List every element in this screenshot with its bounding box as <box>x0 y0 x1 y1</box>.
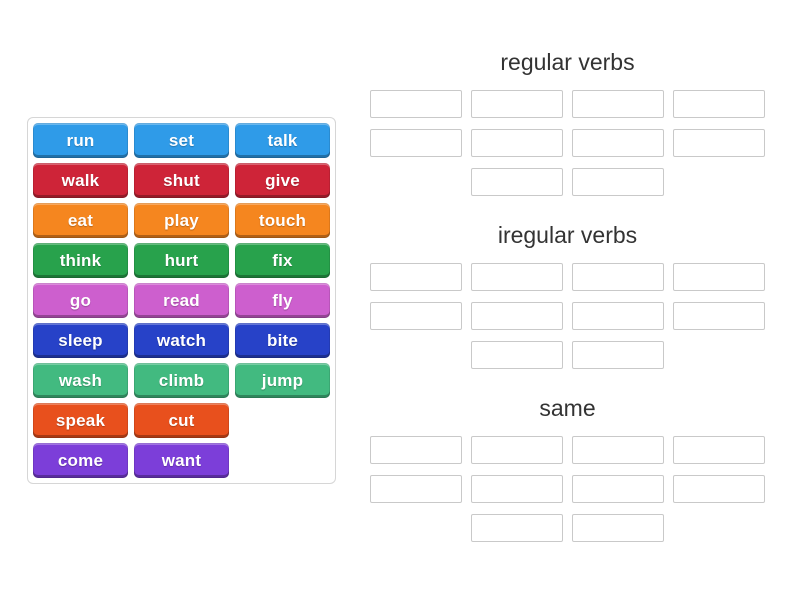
answer-slot[interactable] <box>471 341 563 369</box>
word-tile-shut[interactable]: shut <box>134 163 229 198</box>
word-tile-run[interactable]: run <box>33 123 128 158</box>
word-tile-give[interactable]: give <box>235 163 330 198</box>
answer-slot[interactable] <box>471 263 563 291</box>
answer-slot[interactable] <box>370 475 462 503</box>
answer-slot[interactable] <box>471 90 563 118</box>
answer-slot[interactable] <box>572 168 664 196</box>
answer-slot[interactable] <box>471 168 563 196</box>
answer-slot[interactable] <box>471 302 563 330</box>
word-tile-think[interactable]: think <box>33 243 128 278</box>
slot-row <box>368 263 767 291</box>
word-tile-hurt[interactable]: hurt <box>134 243 229 278</box>
word-tile-cut[interactable]: cut <box>134 403 229 438</box>
slot-row <box>368 475 767 503</box>
answer-slot[interactable] <box>471 436 563 464</box>
slot-row <box>368 129 767 157</box>
answer-slot[interactable] <box>471 129 563 157</box>
word-tile-go[interactable]: go <box>33 283 128 318</box>
groups: regular verbs iregular verbs same <box>368 47 767 542</box>
answer-slot[interactable] <box>471 475 563 503</box>
answer-slot[interactable] <box>370 302 462 330</box>
word-tile-talk[interactable]: talk <box>235 123 330 158</box>
word-tile-play[interactable]: play <box>134 203 229 238</box>
answer-slot[interactable] <box>673 436 765 464</box>
group-title-regular-verbs: regular verbs <box>500 49 635 75</box>
answer-slot[interactable] <box>673 129 765 157</box>
answer-slot[interactable] <box>572 302 664 330</box>
word-tile-bite[interactable]: bite <box>235 323 330 358</box>
word-tile-fly[interactable]: fly <box>235 283 330 318</box>
word-tile-speak[interactable]: speak <box>33 403 128 438</box>
group-title-iregular-verbs: iregular verbs <box>497 222 638 248</box>
answer-slot[interactable] <box>572 341 664 369</box>
answer-slot[interactable] <box>370 90 462 118</box>
answer-slot[interactable] <box>673 302 765 330</box>
word-tile-eat[interactable]: eat <box>33 203 128 238</box>
word-tile-jump[interactable]: jump <box>235 363 330 398</box>
word-tile-watch[interactable]: watch <box>134 323 229 358</box>
answer-slot[interactable] <box>673 90 765 118</box>
slot-row <box>368 302 767 330</box>
group-same: same <box>368 393 767 542</box>
answer-slot[interactable] <box>572 129 664 157</box>
slot-rows <box>368 90 767 196</box>
answer-slot[interactable] <box>572 90 664 118</box>
answer-slot[interactable] <box>572 436 664 464</box>
answer-slot[interactable] <box>673 263 765 291</box>
word-tile-want[interactable]: want <box>134 443 229 478</box>
slot-row <box>368 341 767 369</box>
slot-rows <box>368 436 767 542</box>
word-tile-touch[interactable]: touch <box>235 203 330 238</box>
word-tile-walk[interactable]: walk <box>33 163 128 198</box>
answer-slot[interactable] <box>572 475 664 503</box>
word-tile-come[interactable]: come <box>33 443 128 478</box>
word-tile-fix[interactable]: fix <box>235 243 330 278</box>
answer-slot[interactable] <box>370 263 462 291</box>
slot-row <box>368 436 767 464</box>
answer-slot[interactable] <box>370 436 462 464</box>
group-iregular-verbs: iregular verbs <box>368 220 767 369</box>
word-tile-set[interactable]: set <box>134 123 229 158</box>
answer-slot[interactable] <box>572 263 664 291</box>
slot-row <box>368 90 767 118</box>
answer-slot[interactable] <box>572 514 664 542</box>
answer-slot[interactable] <box>370 129 462 157</box>
group-title-same: same <box>539 395 596 421</box>
word-tile-sleep[interactable]: sleep <box>33 323 128 358</box>
group-regular-verbs: regular verbs <box>368 47 767 196</box>
answer-slot[interactable] <box>471 514 563 542</box>
slot-row <box>368 514 767 542</box>
word-tile-read[interactable]: read <box>134 283 229 318</box>
slot-rows <box>368 263 767 369</box>
word-tile-wash[interactable]: wash <box>33 363 128 398</box>
word-tile-climb[interactable]: climb <box>134 363 229 398</box>
answer-slot[interactable] <box>673 475 765 503</box>
slot-row <box>368 168 767 196</box>
